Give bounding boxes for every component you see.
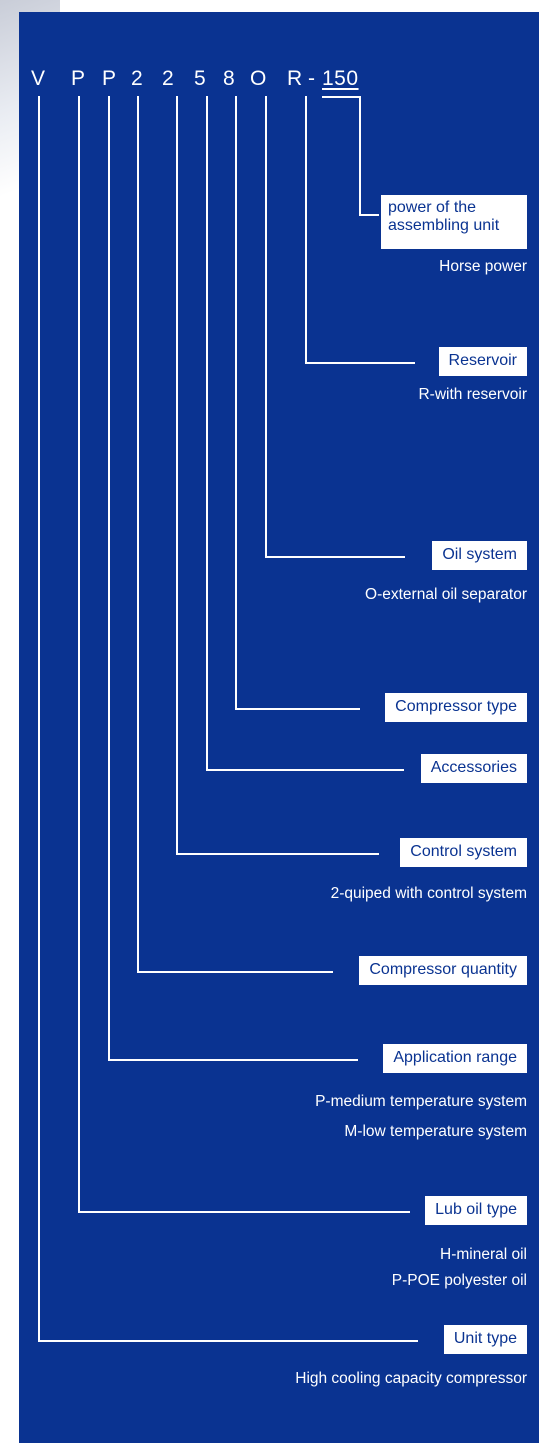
- connector-h-oil-system: [265, 556, 405, 558]
- connector-h-unit-type: [38, 1340, 418, 1342]
- desc-oil-system: O-external oil separator: [365, 586, 527, 603]
- label-oil-system: Oil system: [432, 541, 527, 570]
- desc-unit-type: High cooling capacity compressor: [295, 1370, 527, 1387]
- label-reservoir: Reservoir: [438, 347, 527, 376]
- connector-h-accessories: [206, 769, 404, 771]
- desc-control-system: 2-quiped with control system: [330, 885, 527, 902]
- label-application-range: Application range: [383, 1044, 527, 1073]
- connector-v-power: [359, 96, 361, 216]
- connector-h-lub-oil: [78, 1211, 410, 1213]
- desc-lub-oil-type-2: P-POE polyester oil: [391, 1272, 527, 1289]
- connector-h-quantity: [137, 971, 333, 973]
- connector-v-application: [108, 96, 110, 1060]
- label-compressor-type: Compressor type: [385, 693, 527, 722]
- label-power: power of the assembling unit: [381, 195, 527, 249]
- connector-h-reservoir: [305, 362, 415, 364]
- code-char-r: R: [287, 67, 303, 90]
- desc-reservoir: R-with reservoir: [418, 386, 527, 403]
- connector-v-compressor-type: [235, 96, 237, 709]
- desc-application-range-2: M-low temperature system: [344, 1123, 527, 1140]
- code-char-dash: -: [308, 67, 316, 90]
- label-compressor-quantity: Compressor quantity: [359, 956, 527, 985]
- code-char-p1: P: [71, 67, 86, 90]
- connector-v-accessories: [206, 96, 208, 770]
- connector-v-unit-type: [38, 96, 40, 1341]
- connector-v-lub-oil: [78, 96, 80, 1212]
- label-unit-type: Unit type: [443, 1325, 527, 1354]
- code-char-p2: P: [102, 67, 117, 90]
- connector-v-quantity: [137, 96, 139, 972]
- connector-v-reservoir: [305, 96, 307, 363]
- connector-h-control: [176, 853, 379, 855]
- connector-h-application: [108, 1059, 358, 1061]
- label-accessories: Accessories: [420, 754, 527, 783]
- connector-v-control: [176, 96, 178, 854]
- code-char-o: O: [250, 67, 267, 90]
- connector-h-compressor-type: [235, 708, 360, 710]
- code-char-2a: 2: [131, 67, 144, 90]
- desc-lub-oil-type-1: H-mineral oil: [440, 1246, 527, 1263]
- code-char-2b: 2: [162, 67, 175, 90]
- connector-h-150-underline: [322, 96, 360, 98]
- code-char-8: 8: [223, 67, 236, 90]
- connector-h-power: [359, 214, 379, 216]
- code-char-v: V: [31, 67, 46, 90]
- code-char-150: 150: [322, 67, 359, 90]
- code-char-5: 5: [194, 67, 207, 90]
- desc-application-range-1: P-medium temperature system: [315, 1093, 527, 1110]
- connector-v-oil-system: [265, 96, 267, 557]
- label-control-system: Control system: [400, 838, 527, 867]
- label-lub-oil-type: Lub oil type: [425, 1196, 527, 1225]
- desc-power: Horse power: [439, 258, 527, 275]
